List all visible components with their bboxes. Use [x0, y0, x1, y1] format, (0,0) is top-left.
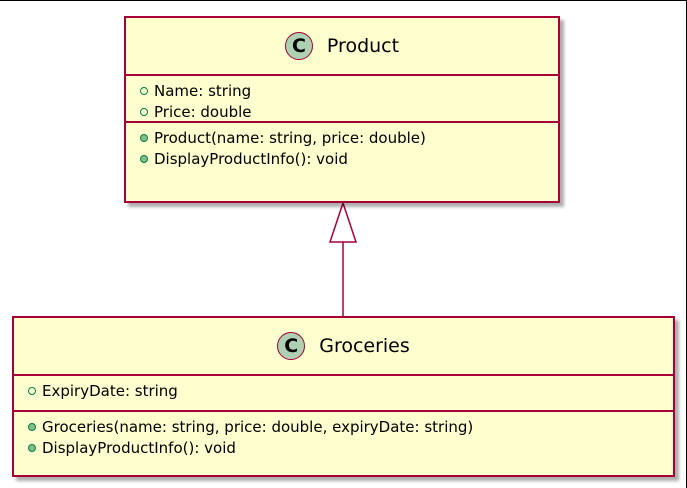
method-text: Groceries(name: string, price: double, e…	[42, 417, 474, 436]
class-groceries: C Groceries ExpiryDate: string Groceries…	[12, 316, 675, 477]
public-field-icon	[140, 86, 148, 95]
class-header: C Product	[126, 18, 558, 74]
inheritance-arrow-icon	[328, 200, 358, 243]
class-header: C Groceries	[14, 318, 673, 374]
class-product: C Product Name: string Price: double Pro…	[124, 16, 560, 203]
field-text: Price: double	[154, 102, 252, 121]
class-icon: C	[277, 332, 306, 360]
method-row: Groceries(name: string, price: double, e…	[28, 416, 673, 437]
public-method-icon	[28, 422, 36, 431]
public-method-icon	[140, 133, 148, 142]
class-name: Product	[326, 35, 400, 57]
method-text: Product(name: string, price: double)	[154, 128, 426, 147]
class-name: Groceries	[319, 335, 410, 357]
public-field-icon	[140, 107, 148, 116]
fields-compartment: Name: string Price: double	[126, 74, 558, 121]
method-text: DisplayProductInfo(): void	[154, 149, 348, 168]
method-row: DisplayProductInfo(): void	[28, 437, 673, 458]
field-row: Name: string	[140, 80, 558, 101]
public-method-icon	[28, 443, 36, 452]
method-row: Product(name: string, price: double)	[140, 127, 558, 148]
methods-compartment: Product(name: string, price: double) Dis…	[126, 121, 558, 201]
fields-compartment: ExpiryDate: string	[14, 374, 673, 410]
methods-compartment: Groceries(name: string, price: double, e…	[14, 410, 673, 475]
field-text: Name: string	[154, 81, 252, 100]
public-method-icon	[140, 154, 148, 163]
top-border-line	[0, 0, 687, 1]
class-icon: C	[284, 32, 313, 60]
public-field-icon	[28, 386, 36, 395]
field-row: ExpiryDate: string	[28, 380, 673, 401]
method-row: DisplayProductInfo(): void	[140, 148, 558, 169]
field-row: Price: double	[140, 101, 558, 122]
field-text: ExpiryDate: string	[42, 381, 178, 400]
method-text: DisplayProductInfo(): void	[42, 438, 236, 457]
